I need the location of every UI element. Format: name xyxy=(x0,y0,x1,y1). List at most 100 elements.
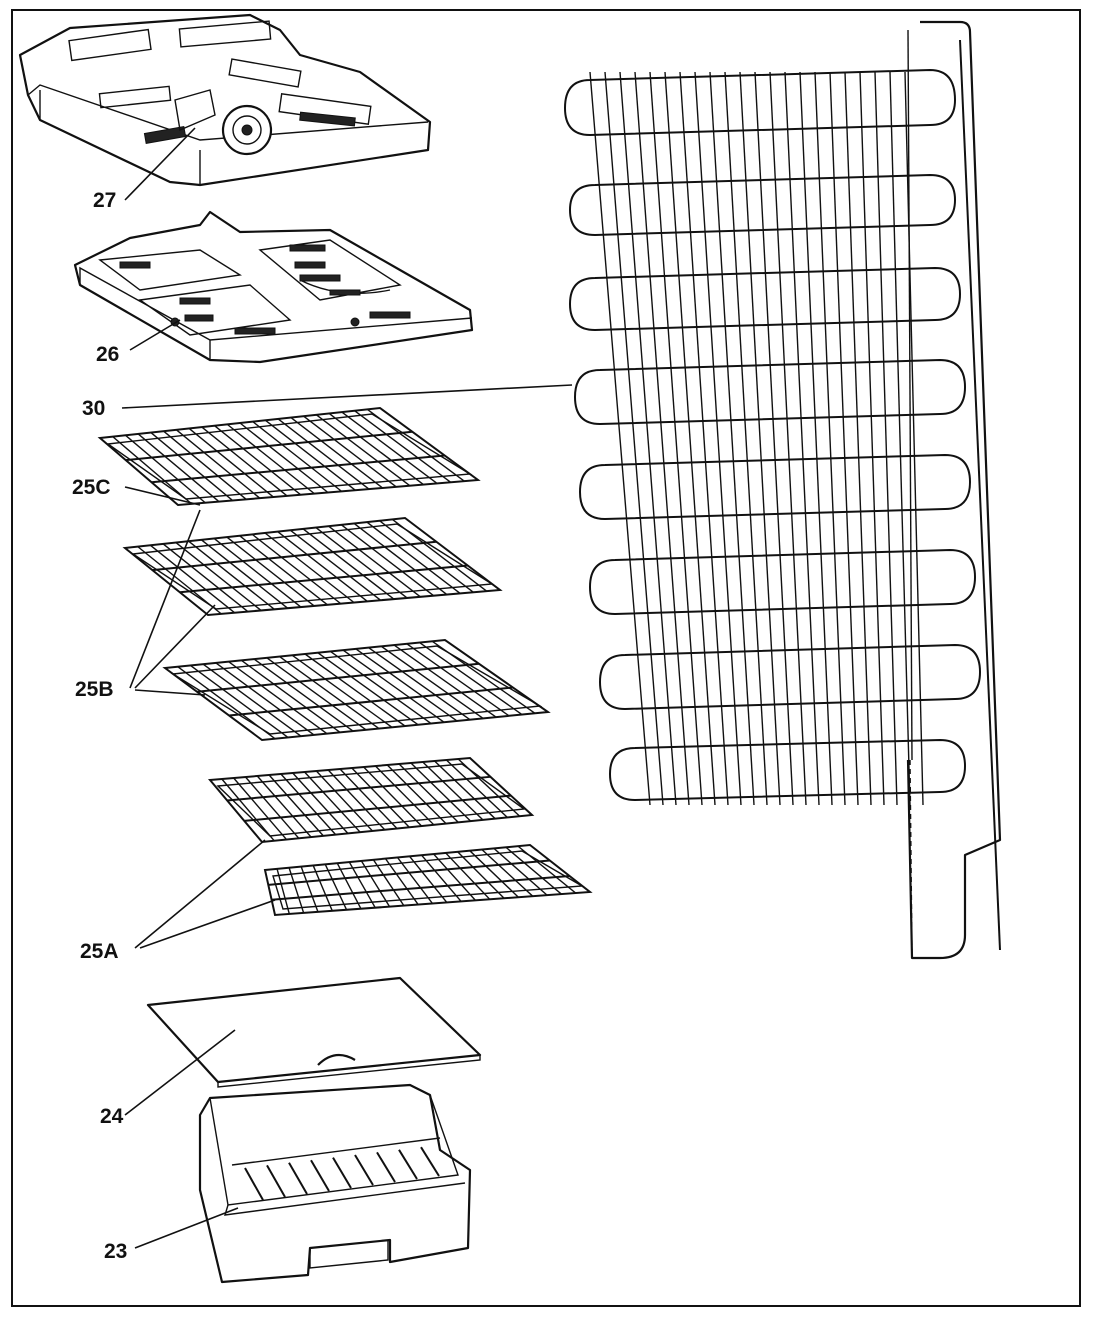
shelf-crossbar xyxy=(152,540,437,572)
shelf-rung xyxy=(125,434,206,504)
shelf-25a-lower xyxy=(263,843,593,917)
shelf-rung xyxy=(384,858,419,905)
shelf-rung xyxy=(137,433,220,503)
shelf-rung xyxy=(239,535,328,606)
shelf-rung xyxy=(393,644,497,718)
shelf-crossbar xyxy=(227,775,491,802)
coil-fin-wire xyxy=(619,71,677,806)
shelf-rung xyxy=(353,522,448,596)
part-26-cover-plate xyxy=(73,210,474,364)
shelf-rung xyxy=(315,770,373,832)
coil-fin-wire xyxy=(799,71,833,806)
shelf-rung xyxy=(279,655,380,730)
shelf-rung xyxy=(406,643,510,717)
shelf-rung xyxy=(163,430,247,500)
shelf-rung xyxy=(315,526,408,599)
shelf-rung xyxy=(469,850,519,898)
shelf-rung xyxy=(366,521,461,594)
shelf-rung xyxy=(280,773,337,836)
label-24: 24 xyxy=(100,1105,124,1128)
shelf-rung xyxy=(379,520,474,593)
coil-fin-wire xyxy=(709,71,755,806)
bin-slat xyxy=(354,1154,374,1186)
coil-fin-wire xyxy=(679,71,729,806)
shelf-25a-upper xyxy=(207,756,535,844)
shelf-rung xyxy=(372,859,405,906)
shelf-rung xyxy=(339,768,398,829)
part-24-flat-cover xyxy=(146,976,482,1088)
shelf-rung xyxy=(336,862,362,910)
shelf-rung xyxy=(481,849,534,897)
shelf-rung xyxy=(354,410,452,483)
shelf-rung xyxy=(188,540,275,610)
bin-slat xyxy=(332,1157,352,1189)
coil-fin-wire xyxy=(724,71,768,806)
shelf-rung xyxy=(304,653,406,727)
coil-fin-wire xyxy=(889,71,911,806)
shelf-rung xyxy=(457,758,521,817)
shelf-rung xyxy=(226,536,315,607)
shelf-rung xyxy=(380,645,484,719)
shelf-crossbar xyxy=(151,454,445,484)
shelf-rung xyxy=(368,647,471,721)
shelf-rung xyxy=(233,777,288,841)
coil-fin-wire xyxy=(859,71,885,806)
shelf-rung xyxy=(505,846,562,895)
shelf-rung xyxy=(221,778,275,842)
shelf-rung xyxy=(239,422,329,494)
shelf-rung xyxy=(327,769,386,831)
part-23-basket-bin xyxy=(198,1083,472,1284)
shelf-rung xyxy=(188,427,274,498)
coil-fin-wire xyxy=(784,71,820,806)
shelf-crossbar xyxy=(196,662,480,693)
shelf-rung xyxy=(330,650,432,725)
shelf-rung xyxy=(366,408,465,482)
shelf-rung xyxy=(374,765,435,826)
shelf-crossbar xyxy=(228,686,514,717)
shelf-rung xyxy=(419,641,523,716)
shelf-rung xyxy=(290,416,383,489)
coil-fin-wire xyxy=(634,71,690,806)
shelf-rung xyxy=(137,546,222,615)
coil-fin-wire xyxy=(589,71,651,806)
shelf-rung xyxy=(228,661,328,735)
shelf-rung xyxy=(317,652,419,726)
part-27-top-cover xyxy=(18,13,432,187)
shelf-rung xyxy=(202,663,302,737)
part-30-evaporator-coil xyxy=(563,20,1002,960)
shelf-rung xyxy=(150,432,233,501)
shelf-rung xyxy=(304,771,361,833)
shelf-rung xyxy=(433,853,476,901)
shelf-rung xyxy=(315,414,411,487)
shelf-rung xyxy=(175,541,262,612)
coil-fin-wire xyxy=(829,71,859,806)
shelf-rung xyxy=(409,855,448,903)
shelf-rung xyxy=(277,418,370,490)
shelf-rung xyxy=(434,760,496,820)
label-26: 26 xyxy=(96,343,119,366)
label-23: 23 xyxy=(104,1240,127,1263)
bin-slat xyxy=(266,1164,286,1198)
shelf-rung xyxy=(292,772,349,834)
bin-slat xyxy=(420,1146,440,1177)
shelf-rung xyxy=(410,762,472,822)
shelf-rung xyxy=(396,857,434,904)
label-25b: 25B xyxy=(75,678,114,701)
bin-slat xyxy=(288,1162,308,1195)
shelf-rung xyxy=(252,421,343,492)
coil-fin-wire xyxy=(649,71,703,806)
coil-fin-wire xyxy=(814,71,846,806)
shelf-rung xyxy=(355,648,458,722)
shelf-25c xyxy=(97,406,481,507)
shelf-crossbar xyxy=(268,859,550,886)
shelf-25b-lower xyxy=(162,638,551,742)
shelf-rung xyxy=(445,759,508,818)
shelf-rung xyxy=(266,657,367,731)
shelf-rung xyxy=(201,426,288,497)
bin-slat xyxy=(310,1159,330,1192)
shelf-rung xyxy=(328,412,424,486)
coil-fin-wire xyxy=(769,71,807,806)
coil-fin-wire xyxy=(904,71,924,806)
shelf-rung xyxy=(351,767,410,828)
shelf-rung xyxy=(215,662,315,736)
